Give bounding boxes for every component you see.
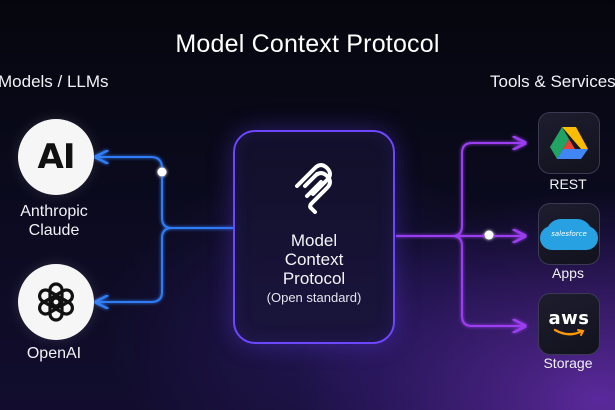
aws-logo-text: aws bbox=[548, 308, 590, 329]
salesforce-logo: salesforce bbox=[546, 219, 592, 249]
aws-smile-icon bbox=[553, 328, 585, 336]
mcp-logo-icon bbox=[295, 163, 332, 214]
anthropic-logo-text: AI bbox=[37, 137, 76, 177]
connector-hub-to-openai bbox=[96, 227, 173, 302]
google-drive-logo bbox=[550, 127, 588, 159]
diagram-title: Model Context Protocol bbox=[175, 30, 440, 58]
connector-node-right bbox=[484, 230, 494, 240]
google-drive-icon bbox=[538, 112, 600, 174]
apps-label: Apps bbox=[552, 265, 584, 281]
aws-logo: aws bbox=[549, 310, 590, 338]
hub-title-line3: Protocol bbox=[282, 269, 346, 288]
openai-knot-icon bbox=[38, 282, 74, 322]
salesforce-logo-text: salesforce bbox=[551, 230, 587, 238]
connector-hub-to-rest bbox=[396, 143, 525, 237]
anthropic-label-line1: Anthropic bbox=[20, 203, 88, 220]
salesforce-icon: salesforce bbox=[538, 203, 600, 265]
aws-icon: aws bbox=[538, 293, 600, 355]
hub-title-line2: Context bbox=[284, 250, 344, 269]
anthropic-label-line2: Claude bbox=[28, 222, 80, 239]
hub-title-line1: Model bbox=[290, 231, 338, 250]
rest-label: REST bbox=[549, 176, 587, 192]
tools-column-heading: Tools & Services bbox=[490, 72, 615, 91]
hub-subtitle: (Open standard) bbox=[266, 290, 362, 305]
connector-hub-to-anthropic bbox=[96, 157, 233, 229]
storage-label: Storage bbox=[543, 355, 593, 371]
connector-node-left bbox=[157, 167, 167, 177]
mcp-hub-box: Model Context Protocol (Open standard) bbox=[233, 130, 395, 344]
openai-logo-icon bbox=[18, 264, 94, 340]
models-column-heading: Models / LLMs bbox=[0, 72, 109, 91]
anthropic-logo-icon: AI bbox=[18, 119, 94, 195]
anthropic-claude-label: Anthropic Claude bbox=[0, 202, 119, 240]
connector-hub-to-storage bbox=[451, 235, 525, 326]
openai-label: OpenAI bbox=[26, 345, 82, 362]
